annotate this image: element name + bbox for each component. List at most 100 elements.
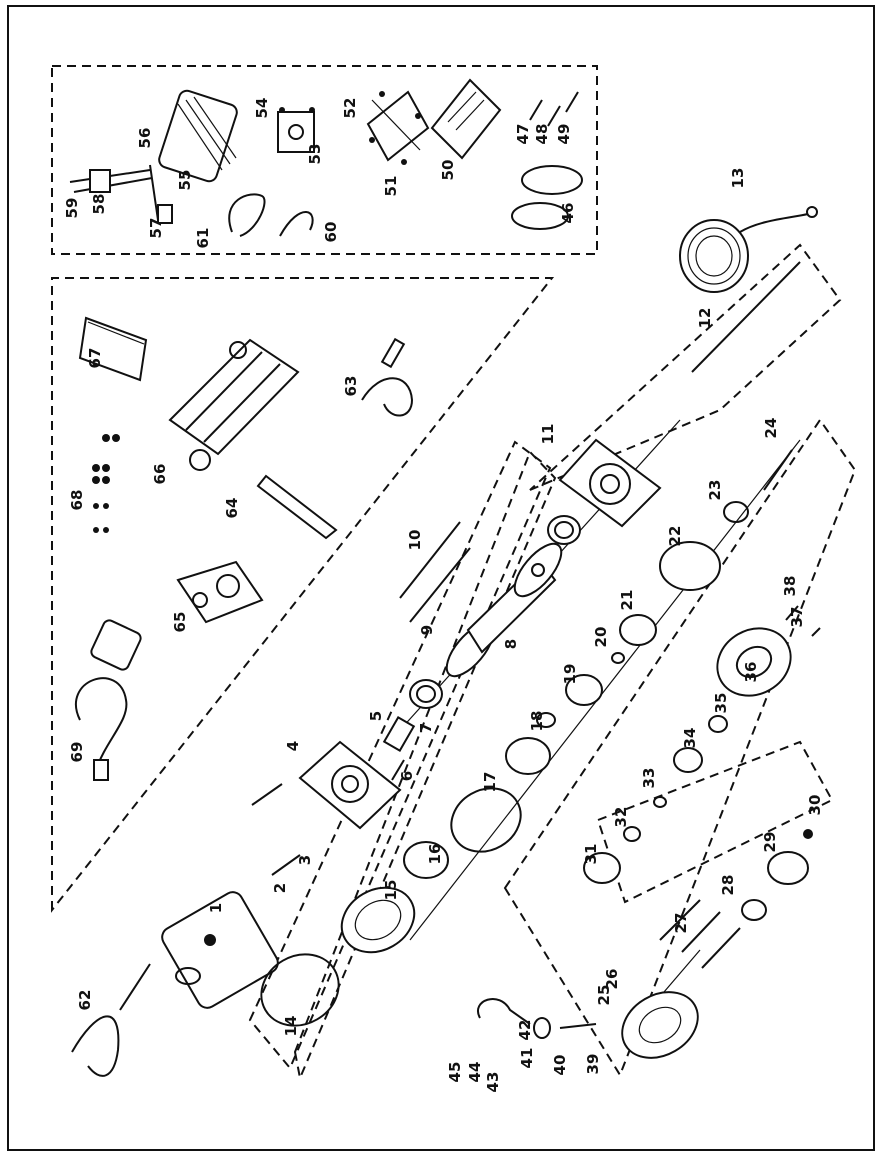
part-label-6: 6 [398,771,416,781]
part-number-labels: 1234567891011121314151617181920212223242… [63,98,824,1093]
part-label-8: 8 [502,639,520,649]
part-label-9: 9 [418,625,436,635]
part-label-67: 67 [86,348,104,369]
part-label-56: 56 [136,128,154,149]
mounting-plate [366,90,430,165]
part-label-1: 1 [207,903,225,913]
gear-axis-line [409,439,801,941]
part-label-40: 40 [551,1055,569,1076]
part-label-68: 68 [68,490,86,511]
contactor-cover [158,89,238,183]
harness-and-leads [69,164,314,237]
part-label-41: 41 [518,1048,536,1069]
part-label-25: 25 [595,985,613,1006]
part-label-3: 3 [296,855,314,865]
planet-carriers [505,614,657,775]
end-cap [716,605,821,697]
hook-assembly [361,337,414,417]
ring-group-box [293,450,557,1082]
strap [256,474,338,540]
part-label-43: 43 [484,1072,502,1093]
part-label-18: 18 [528,711,546,732]
part-label-42: 42 [516,1020,534,1041]
part-label-11: 11 [539,424,557,445]
part-label-38: 38 [781,576,799,597]
part-label-35: 35 [712,693,730,714]
power-leads [71,963,151,1077]
part-label-45: 45 [446,1062,464,1083]
part-label-33: 33 [640,768,658,789]
hawse-bracket [176,560,264,624]
bushing-left [409,679,443,709]
part-label-51: 51 [382,176,400,197]
clutch-lever [477,998,597,1039]
cable-and-rod [679,206,818,373]
tie-bars [399,521,471,623]
part-label-27: 27 [672,913,690,934]
end-housing-right [558,438,662,528]
part-label-31: 31 [582,844,600,865]
part-label-19: 19 [561,664,579,685]
winch-drum [445,542,563,678]
part-label-61: 61 [194,228,212,249]
part-label-62: 62 [76,990,94,1011]
part-label-69: 69 [68,742,86,763]
gear-housing-drum [659,449,793,591]
part-label-52: 52 [341,98,359,119]
part-label-26: 26 [603,969,621,990]
gear-stack [583,715,728,884]
part-label-15: 15 [382,880,400,901]
part-label-60: 60 [322,222,340,243]
part-label-47: 47 [514,124,532,145]
part-label-13: 13 [729,168,747,189]
part-label-28: 28 [719,875,737,896]
part-label-14: 14 [282,1016,300,1037]
part-label-17: 17 [481,772,499,793]
part-label-12: 12 [696,308,714,329]
bolt-set [659,899,741,969]
cable-group-box [529,243,842,491]
part-label-29: 29 [761,832,779,853]
part-label-48: 48 [533,124,551,145]
part-label-64: 64 [223,498,241,519]
part-label-49: 49 [555,124,573,145]
brake-rings [260,787,522,1027]
part-label-7: 7 [417,723,435,733]
shaft-parts [382,716,416,781]
part-label-58: 58 [90,194,108,215]
part-label-24: 24 [762,418,780,439]
part-label-21: 21 [618,590,636,611]
part-label-44: 44 [466,1062,484,1083]
part-label-55: 55 [176,170,194,191]
small-brackets [529,91,579,127]
clamp-bands [511,165,583,230]
control-box-base [430,78,502,160]
part-label-5: 5 [367,711,385,721]
clutch-parts [741,829,813,921]
part-label-37: 37 [788,607,806,628]
hardware-bits [92,434,120,533]
page-border [7,5,875,1151]
part-label-32: 32 [612,807,630,828]
motor [161,891,279,1009]
part-label-63: 63 [342,376,360,397]
part-label-23: 23 [706,480,724,501]
part-label-4: 4 [284,741,302,751]
part-label-30: 30 [806,795,824,816]
part-label-22: 22 [666,526,684,547]
part-label-53: 53 [306,144,324,165]
roller-fairlead [168,338,300,471]
ring-gear-housing [340,886,416,954]
part-label-2: 2 [271,883,289,893]
contactor [277,107,315,153]
part-label-10: 10 [406,530,424,551]
bushing-right [547,515,581,545]
part-label-50: 50 [439,160,457,181]
part-label-16: 16 [426,844,444,865]
drum-group-box [248,440,552,1070]
part-label-20: 20 [592,627,610,648]
remote-control [74,619,142,781]
part-label-59: 59 [63,198,81,219]
